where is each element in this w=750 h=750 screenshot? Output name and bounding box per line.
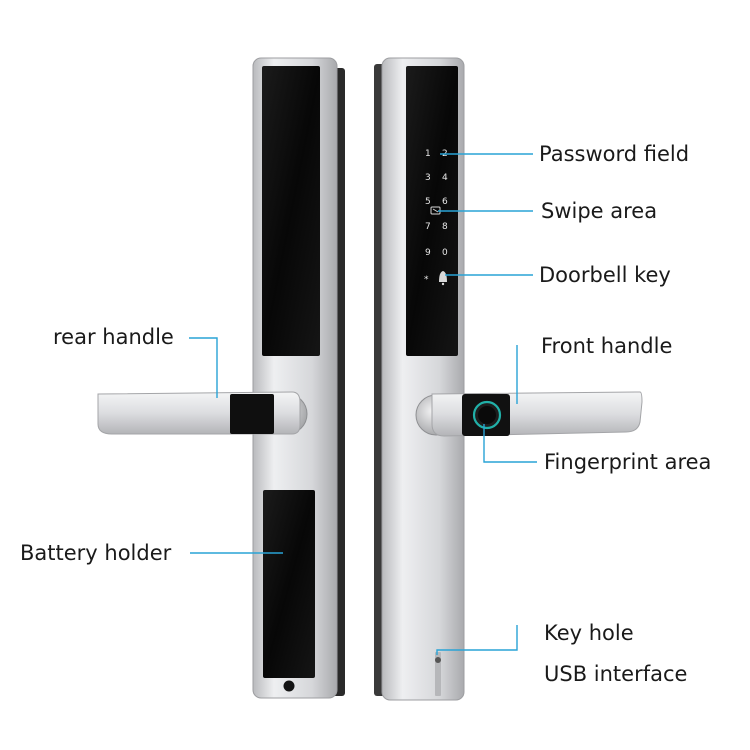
callout-line-fingerprint [483, 424, 537, 463]
keyhole-icon [435, 657, 441, 663]
rear-panel [252, 57, 345, 699]
keypad: 1 2 3 4 5 6 7 8 9 0 * [424, 149, 448, 286]
label-doorbell-key: Doorbell key [539, 263, 671, 287]
label-password-field: Password field [539, 142, 690, 166]
label-fingerprint-area: Fingerprint area [544, 450, 712, 474]
label-rear-handle: rear handle [53, 325, 174, 349]
key-7: 7 [425, 222, 431, 232]
doorbell-icon [439, 271, 447, 286]
front-handle [415, 391, 643, 437]
label-key-hole: Key hole [544, 621, 634, 645]
key-9: 9 [425, 248, 431, 258]
label-swipe-area: Swipe area [541, 199, 658, 223]
usb-port [435, 652, 441, 696]
battery-cover [263, 490, 315, 678]
fingerprint-sensor-icon [472, 400, 502, 430]
key-6: 6 [442, 197, 448, 207]
callout-lines [189, 153, 537, 655]
label-battery-holder: Battery holder [20, 541, 172, 565]
key-3: 3 [425, 173, 431, 183]
key-1: 1 [425, 149, 431, 159]
callout-line-rear-handle [189, 337, 218, 398]
label-usb-interface: USB interface [544, 662, 688, 686]
key-5: 5 [425, 197, 431, 207]
rear-screw-icon [283, 680, 295, 692]
front-panel [374, 57, 465, 701]
callout-line-keyhole [436, 625, 518, 655]
key-0: 0 [442, 248, 448, 258]
rear-black-panel [262, 66, 320, 356]
touch-keypad-panel [406, 66, 458, 356]
label-front-handle: Front handle [541, 334, 673, 358]
key-4: 4 [442, 173, 448, 183]
rear-handle [97, 391, 308, 435]
key-star: * [424, 275, 429, 285]
key-8: 8 [442, 222, 448, 232]
